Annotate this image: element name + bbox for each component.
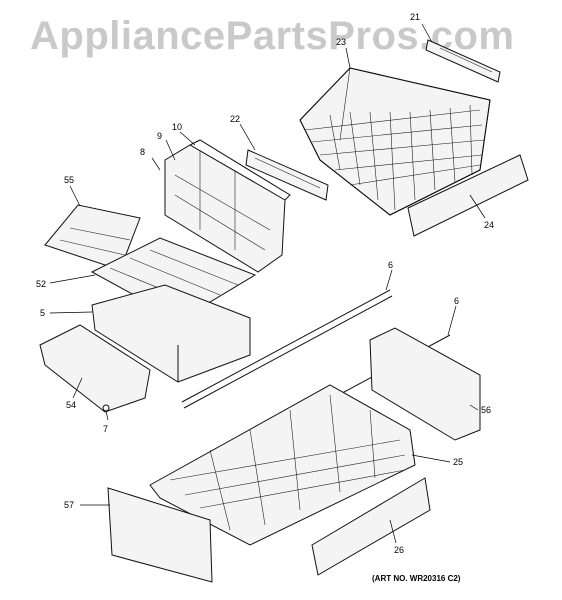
upper-basket-23 xyxy=(299,67,491,216)
callout-10: 10 xyxy=(172,122,183,132)
side-rail-56 xyxy=(369,327,481,441)
callout-54: 54 xyxy=(66,400,77,410)
rod-6-left-edge xyxy=(183,295,393,409)
drawer-pan-5 xyxy=(91,284,251,383)
front-cover-24 xyxy=(407,154,529,237)
side-rail-54 xyxy=(39,324,151,413)
art-number: (ART NO. WR20316 C2) xyxy=(372,574,461,583)
callout-6b: 6 xyxy=(454,296,460,306)
callout-52: 52 xyxy=(36,279,47,289)
callout-23: 23 xyxy=(336,37,347,47)
callout-25: 25 xyxy=(453,457,464,467)
drawer-front-57 xyxy=(107,487,213,583)
callout-24: 24 xyxy=(484,220,495,230)
callout-55: 55 xyxy=(64,175,75,185)
callout-22: 22 xyxy=(230,114,241,124)
callout-26: 26 xyxy=(394,545,405,555)
callout-57: 57 xyxy=(64,500,75,510)
callout-56: 56 xyxy=(481,405,492,415)
rail-22 xyxy=(245,149,329,201)
callout-5: 5 xyxy=(40,308,46,318)
lower-basket-25 xyxy=(149,384,416,546)
callout-6a: 6 xyxy=(388,260,394,270)
callout-7: 7 xyxy=(103,424,109,434)
shelf-insert-55 xyxy=(44,204,141,271)
callout-8: 8 xyxy=(140,147,146,157)
frame-assembly-9-10 xyxy=(164,139,291,273)
rod-6-left xyxy=(181,289,391,403)
callout-9: 9 xyxy=(157,131,163,141)
front-cover-26 xyxy=(311,477,431,576)
rail-21 xyxy=(425,39,501,83)
callout-21: 21 xyxy=(410,12,421,22)
